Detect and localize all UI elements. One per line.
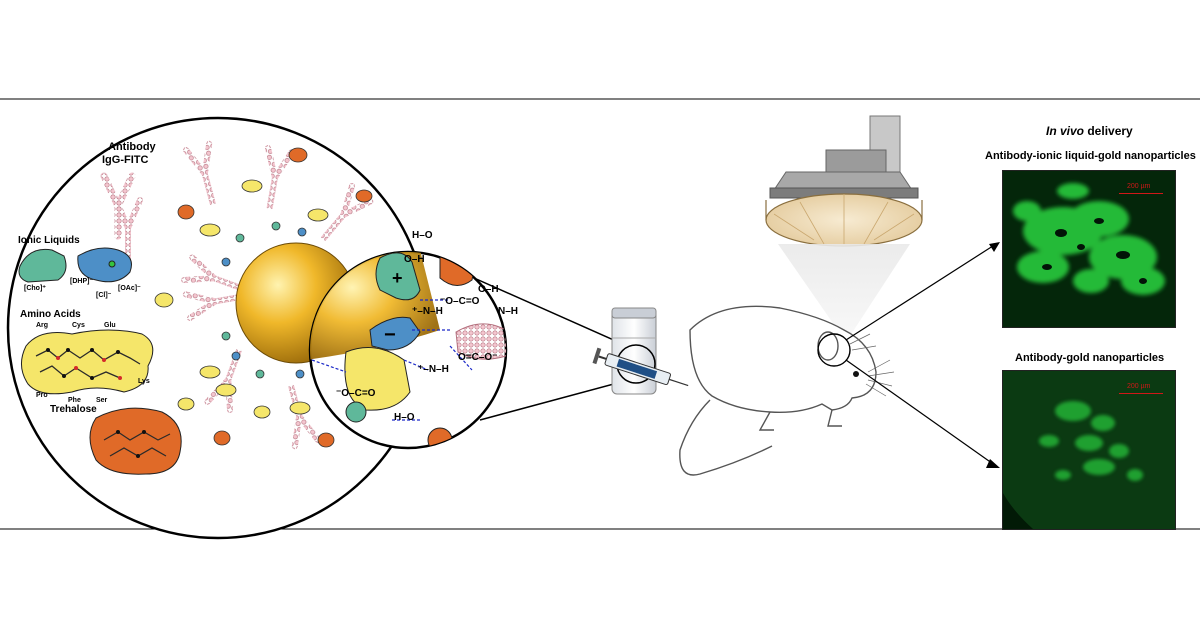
antibody-subtitle: IgG-FITC xyxy=(102,154,149,166)
scale-bar-bottom xyxy=(1119,393,1163,394)
scale-bar-top xyxy=(1119,193,1163,194)
antibody-icon xyxy=(265,145,295,211)
chem-o-c-o-left: ⁻O–C=O xyxy=(336,388,376,399)
micrograph-bottom-image xyxy=(1003,371,1175,529)
delivery-word: delivery xyxy=(1084,124,1133,138)
chem-h-o-top: H–O xyxy=(412,230,433,241)
micrograph-top: 200 µm xyxy=(1002,170,1176,328)
teal-cation-shape xyxy=(375,252,421,301)
chem-minus: − xyxy=(384,324,396,346)
in-vivo-title: In vivo delivery xyxy=(1046,124,1133,138)
glu-label: Glu xyxy=(104,322,116,329)
cl-label: [Cl]⁻ xyxy=(96,292,112,299)
yellow-ion-shape xyxy=(344,347,411,411)
ser-label: Ser xyxy=(96,397,108,404)
trehalose-label: Trehalose xyxy=(50,404,97,415)
arrows xyxy=(845,243,997,467)
scale-label-top: 200 µm xyxy=(1127,183,1151,190)
cho-blob xyxy=(18,248,67,283)
cys-label: Cys xyxy=(72,322,85,329)
arg-label: Arg xyxy=(36,322,49,329)
chem-plus: + xyxy=(392,268,403,288)
peptide-chain-shape xyxy=(455,323,506,360)
cl-ion xyxy=(108,260,116,268)
dhp-label: [DHP]⁻ xyxy=(70,278,94,285)
phe-label: Phe xyxy=(68,397,81,404)
microscope-icon xyxy=(765,115,923,247)
chem-n-h-right: N–H xyxy=(498,306,519,317)
antibody-icon xyxy=(320,183,374,242)
chem-h-o-bottom: H–O xyxy=(394,412,415,423)
arrow-head-top-icon xyxy=(989,242,1000,252)
light-beam xyxy=(778,244,910,342)
trehalose-blob xyxy=(89,407,182,475)
chem-nh-plus-2: ⁺–N–H xyxy=(418,364,449,375)
blue-anion-shape xyxy=(369,316,421,351)
micrograph-top-image xyxy=(1003,171,1175,327)
chem-o-h-left: O–H xyxy=(404,254,425,265)
ionic-liquids-label: Ionic Liquids xyxy=(18,235,80,246)
micrograph-bottom: 200 µm xyxy=(1002,370,1176,530)
oac-label: [OAc]⁻ xyxy=(118,285,141,292)
chem-nh-plus-1: ⁺–N–H xyxy=(412,306,443,317)
panel-bottom-title: Antibody-gold nanoparticles xyxy=(1015,352,1165,364)
chem-o-c-o-lower: O=C–O⁻ xyxy=(458,352,498,363)
brain-zoom-circle xyxy=(817,333,851,367)
zoom-line-bottom xyxy=(479,377,637,421)
arrow-head-bottom-icon xyxy=(986,459,1000,468)
panel-top-title: Antibody-ionic liquid-gold nanoparticles xyxy=(985,150,1196,162)
antibody-icon xyxy=(183,140,216,206)
antibody-group xyxy=(113,140,374,450)
antibody-legend-icon xyxy=(100,172,136,240)
cho-label: [Cho]⁺ xyxy=(24,285,46,292)
amino-acids-label: Amino Acids xyxy=(20,309,81,320)
in-vivo-italic: In vivo xyxy=(1046,124,1085,138)
dhp-blob xyxy=(77,247,132,283)
amino-acid-blob xyxy=(21,329,154,395)
pro-label: Pro xyxy=(36,392,48,399)
syringe-icon xyxy=(592,347,689,387)
antibody-label: Antibody xyxy=(108,141,156,153)
chem-o-c-o: ⁻O–C=O xyxy=(440,296,480,307)
mouse-icon xyxy=(679,305,895,476)
chem-o-h-right: O–H xyxy=(478,284,499,295)
scale-label-bottom: 200 µm xyxy=(1127,383,1151,390)
ionic-liquid-blobs xyxy=(18,247,132,283)
lys-label: Lys xyxy=(138,378,150,385)
